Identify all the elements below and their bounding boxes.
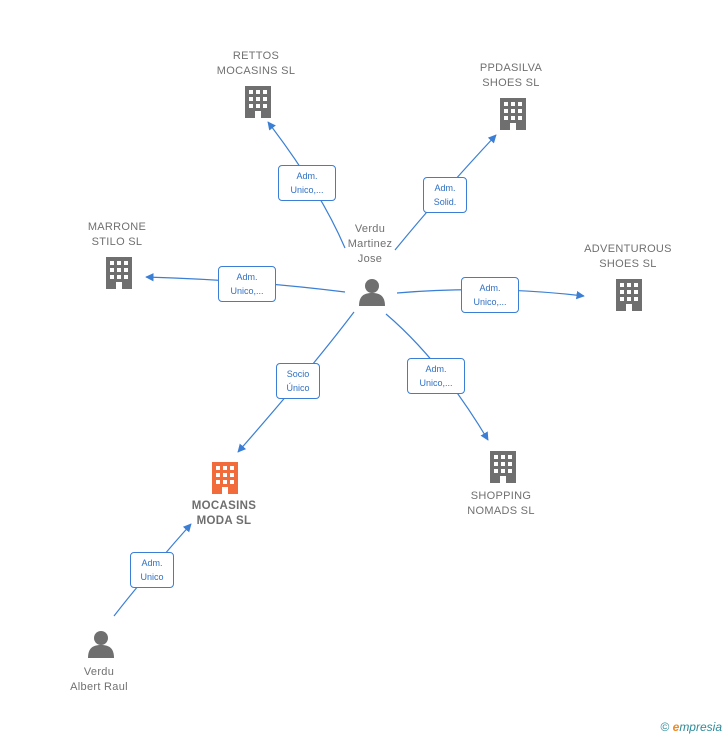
verdu-jose-person-icon[interactable] [359, 279, 385, 306]
marrone-building-icon[interactable] [106, 257, 132, 289]
node-label-rettos[interactable]: RETTOS MOCASINS SL [216, 50, 296, 77]
mocasins-moda-building-icon[interactable] [212, 462, 238, 494]
verdu-raul-person-icon[interactable] [88, 631, 114, 658]
edges [113, 121, 585, 617]
edge-label-to-ppdasilva: Adm. Solid. [423, 177, 467, 213]
brand-first-letter: e [672, 720, 680, 734]
node-label-ppdasilva[interactable]: PPDASILVA SHOES SL [479, 62, 543, 89]
node-label-shopping[interactable]: SHOPPING NOMADS SL [467, 490, 535, 517]
node-label-mocasins-moda[interactable]: MOCASINS MODA SL [191, 500, 257, 527]
edge-label-to-mocasins: Socio Único [276, 363, 320, 399]
node-label-marrone[interactable]: MARRONE STILO SL [87, 221, 147, 248]
edge-label-to-shopping: Adm. Unico,... [407, 358, 465, 394]
shopping-building-icon[interactable] [490, 451, 516, 483]
node-label-verdu-raul[interactable]: Verdu Albert Raul [70, 666, 128, 693]
copyright-symbol: © [660, 720, 670, 734]
edge-label-to-rettos: Adm. Unico,... [278, 165, 336, 201]
empresia-brand-logo[interactable]: © empresia [660, 720, 722, 734]
edge-label-to-adventurous: Adm. Unico,... [461, 277, 519, 313]
adventurous-building-icon[interactable] [616, 279, 642, 311]
node-label-adventurous[interactable]: ADVENTUROUS SHOES SL [584, 243, 672, 270]
node-label-verdu-jose[interactable]: Verdu Martinez Jose [347, 223, 393, 265]
edge-label-raul-to-mocasins: Adm. Unico [130, 552, 174, 588]
brand-name-rest: mpresia [679, 720, 722, 734]
ppdasilva-building-icon[interactable] [500, 98, 526, 130]
edge-label-to-marrone: Adm. Unico,... [218, 266, 276, 302]
rettos-building-icon[interactable] [245, 86, 271, 118]
